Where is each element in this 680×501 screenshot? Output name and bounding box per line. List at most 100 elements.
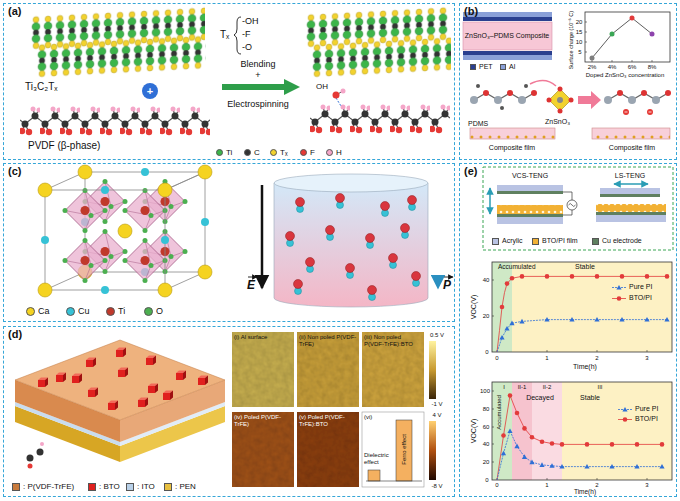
panel-b-art [585, 12, 670, 62]
panel-e-art [545, 274, 550, 279]
legend-item: Pure PI [612, 283, 652, 291]
panel-d-art [15, 340, 225, 420]
panel-e-art [492, 262, 512, 352]
panel-b-art [463, 17, 552, 21]
tick-label: 3 [645, 355, 648, 362]
panel-e-art [499, 335, 504, 340]
region-label: Accumulated [496, 395, 503, 430]
panel-d-art [28, 464, 33, 469]
panel-b-art [592, 128, 670, 139]
panel-b-art [549, 89, 571, 111]
panel-e-art [644, 317, 649, 322]
panel-d-art [146, 356, 156, 366]
panel-e-art [497, 185, 563, 191]
layer-name: ZnSnO₃–PDMS Composite [465, 32, 550, 40]
image-caption: (ii) Non poled P(VDF-TrFE) [299, 334, 357, 348]
panel-b-art [604, 96, 612, 104]
panel-e-art [584, 464, 589, 469]
panel-b-art [463, 22, 552, 50]
panel-e-art [540, 439, 545, 444]
scale-value: -1 V [431, 401, 442, 408]
region-number: II-2 [543, 384, 552, 391]
panel-b-art [650, 32, 655, 37]
panel-d-art [37, 449, 44, 456]
panel-c-art [306, 258, 315, 273]
panel-c-art [346, 264, 355, 279]
panel-b-art [500, 106, 504, 110]
panel-c-art [78, 165, 92, 179]
legend-item: F [300, 148, 315, 157]
panel-c-art [381, 202, 390, 217]
panel-d-art [108, 401, 118, 411]
panel-b-art [610, 32, 615, 37]
panel-a-art [36, 35, 206, 78]
panel-e-art [519, 319, 524, 324]
legend-text: Tₓ [280, 148, 288, 157]
legend-text: Cu electrode [602, 237, 642, 245]
panel-e-art [569, 204, 576, 207]
panel-e-art [559, 464, 564, 469]
panel-e-art [497, 320, 667, 352]
axis-title: Doped ZnSnO₃ concentration [586, 72, 665, 79]
panel-c-art [141, 168, 149, 176]
legend-text: : ITO [137, 482, 155, 491]
panel-e-art [635, 442, 640, 447]
group-symbol: Tₓ [220, 29, 229, 41]
panel-a-art [222, 79, 300, 95]
axis-title: Time(h) [573, 363, 597, 371]
legend-swatch [144, 307, 153, 316]
panel-b-art [652, 96, 660, 104]
panel-e-art [645, 274, 650, 279]
panel-e-art [529, 460, 534, 465]
panel-a-art [311, 37, 451, 78]
panel-b-art [647, 109, 653, 115]
panel-frame: (d) [3, 326, 455, 497]
legend-swatch [500, 64, 506, 70]
panel-b-art [649, 112, 652, 113]
panel-b-art [463, 12, 671, 139]
tick-label: 4% [608, 64, 617, 71]
panel-e-art [634, 464, 639, 469]
tick-label: 1 [545, 482, 548, 489]
legend-line-sample [618, 416, 632, 423]
group-formula: -F [242, 29, 251, 39]
tick-label: 0 [495, 482, 498, 489]
panel-e-art [509, 321, 514, 326]
device-name: VCS-TENG [512, 172, 548, 180]
panel-b-art [578, 91, 601, 109]
panel-b-art [628, 96, 636, 104]
panel-c-art [248, 277, 257, 278]
panel-e-art [530, 435, 535, 440]
panel-c-art [63, 188, 108, 233]
panel-d-art [88, 388, 98, 398]
panel-b-art [530, 80, 556, 86]
panel-a-art [20, 106, 210, 136]
legend-item: : PEN [164, 482, 196, 491]
panel-c-art [45, 172, 205, 290]
panel-e-art [497, 191, 563, 194]
panel-d-art [176, 371, 186, 381]
image-caption: (iv) Poled P(VDF-TrFE) [234, 414, 292, 428]
legend-marker [622, 407, 627, 412]
legend-text: BTO/PI [635, 415, 658, 423]
panel-e-art [614, 183, 648, 185]
image-caption: (i) Al surface [234, 334, 292, 341]
legend-item: BTO/PI [612, 294, 652, 302]
legend-swatch [106, 307, 115, 316]
legend-text: Pure PI [629, 283, 652, 291]
panel-b-art [558, 109, 563, 114]
panel-b-art [470, 128, 555, 139]
panel-e-art [596, 215, 666, 222]
legend-item: Tₓ [270, 148, 288, 157]
panel-frame: (b) [459, 3, 677, 160]
legend-item: Ti [216, 148, 232, 157]
legend-line-sample [612, 284, 626, 291]
panel-d-art [368, 470, 380, 481]
region-number: I [503, 384, 505, 391]
process-step: Blending [240, 59, 275, 69]
panel-c-art [45, 190, 165, 290]
tick-label: 20 [483, 313, 490, 320]
panel-e-art [501, 433, 506, 438]
